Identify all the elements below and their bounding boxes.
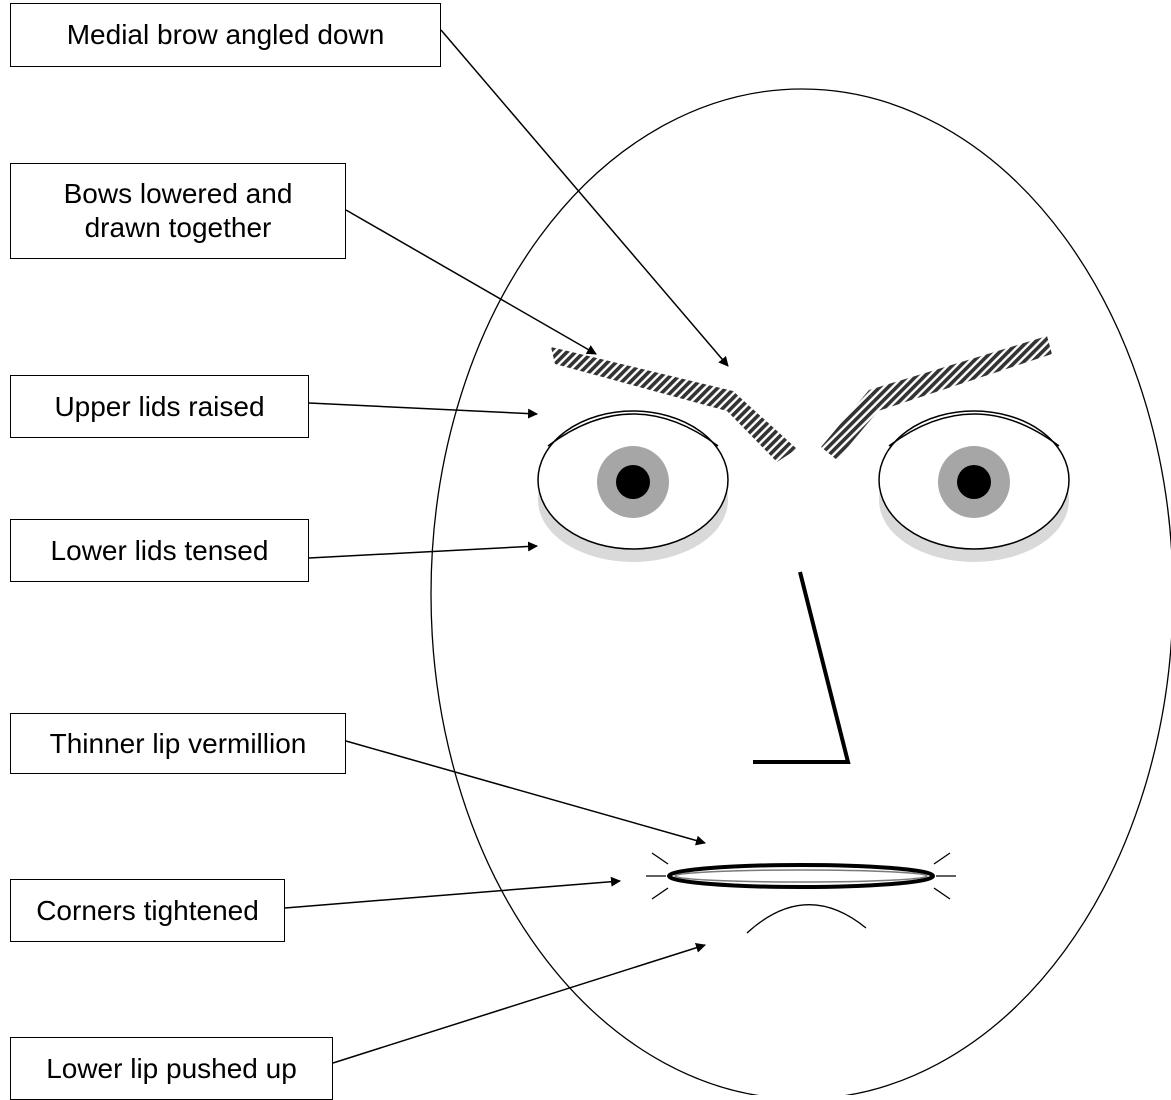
arrow-lower-lids — [309, 546, 537, 558]
label-brows-lowered: Bows lowered and drawn together — [10, 163, 346, 259]
left-mouth-corner-lines — [646, 853, 668, 899]
label-corners-tightened-text: Corners tightened — [36, 894, 259, 928]
label-thinner-lip-text: Thinner lip vermillion — [50, 727, 307, 761]
right-pupil — [957, 465, 991, 499]
arrow-corners — [285, 881, 620, 908]
label-medial-brow-text: Medial brow angled down — [67, 18, 385, 52]
label-lower-lids-text: Lower lids tensed — [51, 534, 269, 568]
nose — [753, 572, 848, 762]
mouth — [669, 865, 933, 887]
right-eye — [879, 411, 1069, 562]
label-upper-lids-text: Upper lids raised — [54, 390, 264, 424]
label-corners-tightened: Corners tightened — [10, 879, 285, 942]
label-lower-lip: Lower lip pushed up — [10, 1037, 333, 1100]
lips — [669, 865, 933, 887]
arrow-lower-lip — [333, 945, 705, 1063]
left-pupil — [616, 465, 650, 499]
right-mouth-corner-lines — [934, 853, 956, 899]
label-medial-brow: Medial brow angled down — [10, 3, 441, 67]
left-brow-outer — [551, 347, 733, 411]
left-brow-medial — [727, 391, 797, 462]
label-thinner-lip: Thinner lip vermillion — [10, 713, 346, 774]
left-eye — [538, 411, 728, 562]
label-upper-lids: Upper lids raised — [10, 375, 309, 438]
arrow-brows-lowered — [346, 210, 596, 354]
label-lower-lids: Lower lids tensed — [10, 519, 309, 582]
label-brows-lowered-text: Bows lowered and drawn together — [64, 177, 293, 245]
chin-curve — [747, 905, 866, 933]
lips-inner — [675, 870, 927, 882]
arrow-thinner-lip — [346, 741, 705, 843]
label-lower-lip-text: Lower lip pushed up — [46, 1052, 297, 1086]
right-brow-medial — [821, 390, 878, 460]
arrow-upper-lids — [309, 403, 537, 414]
arrow-medial-brow — [441, 30, 728, 366]
right-brow-outer — [869, 336, 1052, 411]
face-outline — [431, 89, 1171, 1095]
